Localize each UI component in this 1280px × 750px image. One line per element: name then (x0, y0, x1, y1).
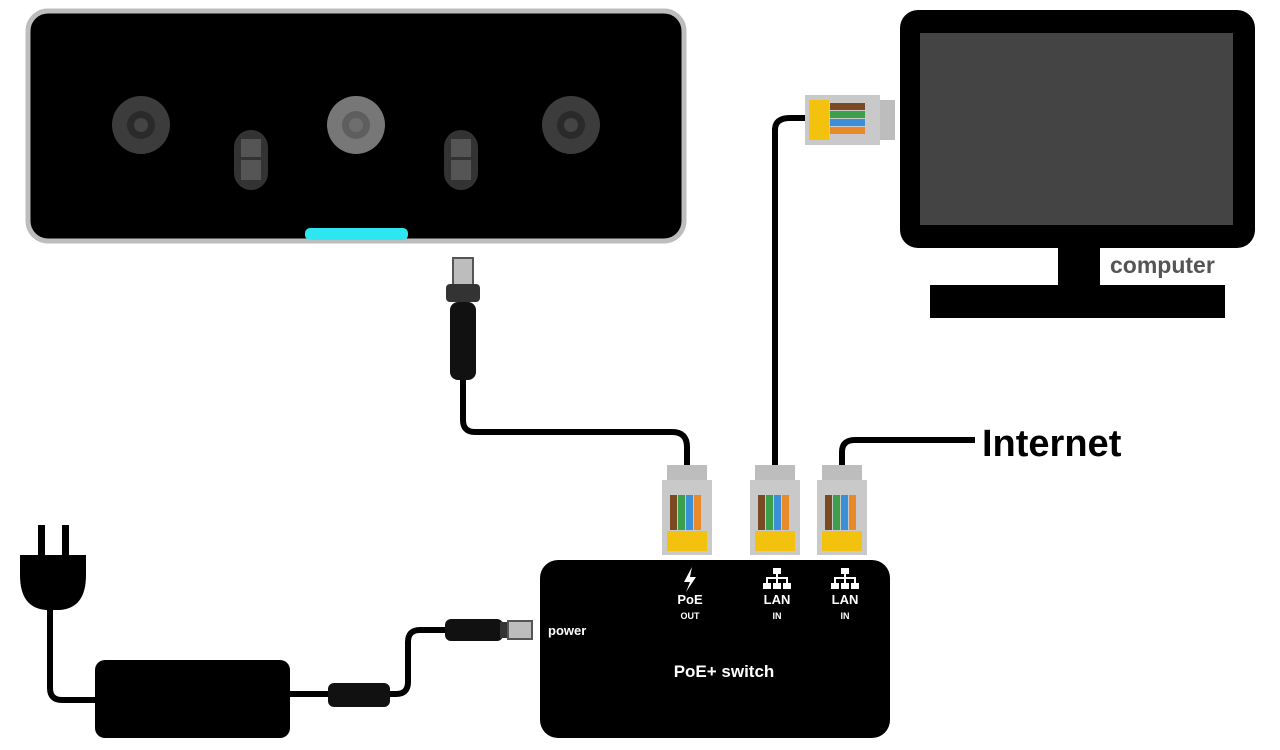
power-adapter (95, 660, 290, 738)
switch-power-plug (445, 619, 533, 641)
wall-plug (20, 525, 86, 610)
plug-cable (47, 605, 95, 703)
camera-lens-right (542, 96, 600, 154)
camera-lens-center (327, 96, 385, 154)
camera-sensor-right (444, 130, 478, 190)
internet-cable (839, 437, 975, 470)
port-label-lan-1: LAN (764, 592, 791, 607)
lan-in-connector-2 (817, 465, 867, 555)
port-sublabel-out: OUT (681, 611, 701, 621)
port-label-lan-2: LAN (832, 592, 859, 607)
power-cable (290, 627, 447, 697)
computer-monitor: computer (900, 10, 1255, 318)
poe-out-connector (662, 465, 712, 555)
lightning-icon (684, 567, 696, 592)
internet-label: Internet (982, 423, 1122, 465)
status-led (305, 228, 408, 240)
computer-cable (772, 115, 822, 470)
lan-in-connector-1 (750, 465, 800, 555)
port-sublabel-in-2: IN (841, 611, 850, 621)
ferrite-bead (328, 683, 390, 707)
port-label-poe: PoE (677, 592, 703, 607)
poe-switch: PoE OUT LAN IN LAN IN power PoE+ switch (540, 560, 890, 738)
camera-cable (460, 380, 690, 470)
power-label: power (548, 623, 586, 638)
camera-plug (446, 257, 480, 380)
camera-lens-left (112, 96, 170, 154)
computer-rj45-connector (805, 95, 895, 145)
camera-device (25, 8, 687, 244)
switch-label: PoE+ switch (674, 662, 775, 681)
cables (47, 115, 975, 703)
camera-sensor-left (234, 130, 268, 190)
computer-label: computer (1110, 252, 1215, 278)
port-sublabel-in-1: IN (773, 611, 782, 621)
